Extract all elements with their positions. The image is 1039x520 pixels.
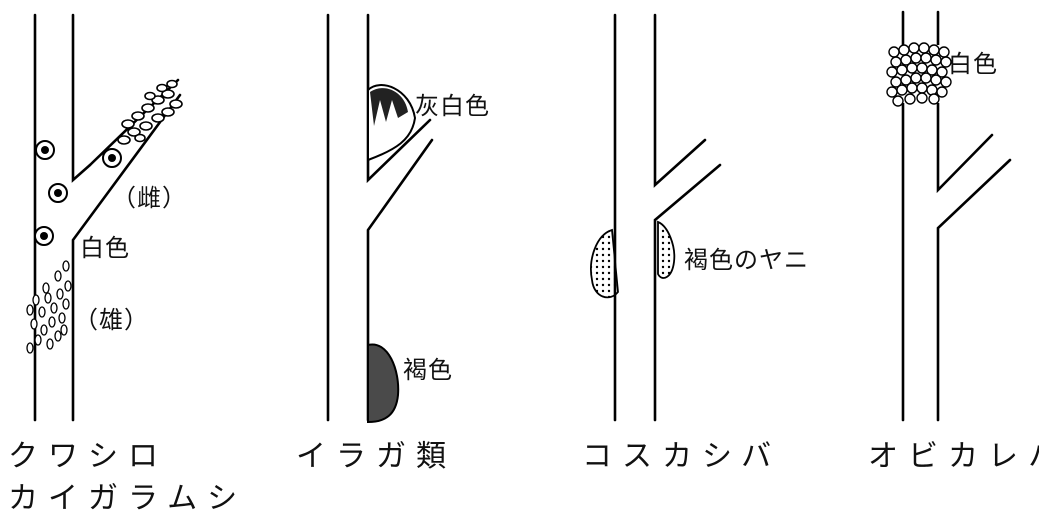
- scale-cluster-branch: [117, 79, 183, 145]
- panel-kosukashiba: [590, 13, 722, 422]
- panel-iraga: [326, 13, 434, 424]
- pest-diagram: [26, 10, 1012, 424]
- panel-title-line: コスカシバ: [582, 439, 782, 474]
- panel-obikareha: [886, 10, 1012, 422]
- panel-kuwashiro: [26, 13, 183, 422]
- panel-title: オビカレハ: [868, 436, 1039, 478]
- panel-title: クワシロ カイガラムシ: [8, 436, 247, 520]
- panel-title-line: オビカレハ: [868, 439, 1039, 474]
- sap-mass-left: [590, 228, 619, 299]
- egg-mass: [886, 42, 952, 107]
- note-brown: 褐色: [403, 356, 453, 384]
- note-female: （雌）: [112, 184, 187, 212]
- note-white: 白色: [80, 234, 130, 262]
- panel-title-line: クワシロ: [8, 439, 168, 474]
- panel-title: イラガ類: [296, 436, 456, 478]
- sap-mass-right: [657, 220, 676, 279]
- panel-title-line: カイガラムシ: [8, 481, 248, 516]
- note-gray-white: 灰白色: [415, 92, 490, 120]
- male-scales: [26, 260, 72, 354]
- cocoon-brown: [367, 343, 400, 424]
- female-scales: [34, 140, 122, 246]
- note-brown-sap: 褐色のヤニ: [684, 246, 809, 274]
- panel-title-line: イラガ類: [296, 439, 456, 474]
- panel-title: コスカシバ: [582, 436, 781, 478]
- branch-outline: [613, 13, 722, 422]
- note-male: （雄）: [74, 306, 149, 334]
- note-white: 白色: [948, 50, 998, 78]
- cocoon-gray-white: [367, 84, 417, 162]
- branch-outline: [33, 13, 182, 422]
